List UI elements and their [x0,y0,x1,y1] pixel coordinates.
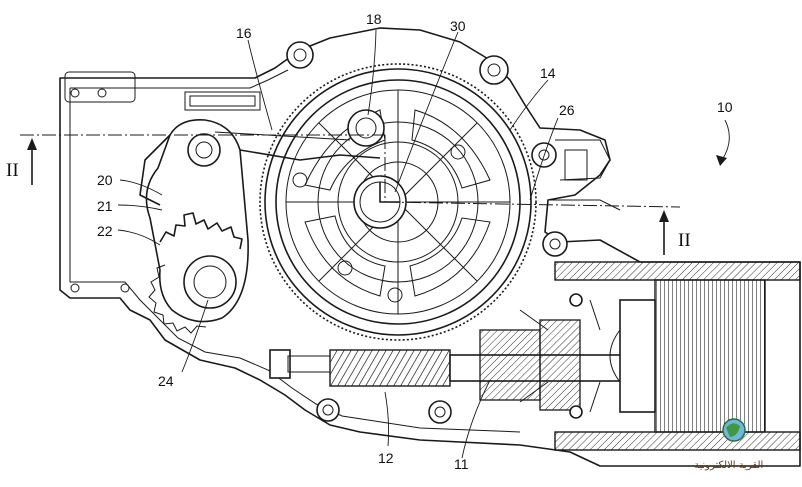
worm-wheel [259,63,537,341]
worm-shaft-motor [269,261,801,451]
pivot-lever [139,118,381,334]
label-16: 16 [236,25,252,41]
reference-labels: 16 18 30 14 26 10 20 21 22 24 12 11 II I… [6,11,733,472]
label-18: 18 [366,11,382,27]
assembly-leader [721,119,730,161]
label-30: 30 [450,18,466,34]
label-21: 21 [97,198,113,214]
section-mark-left: II [6,160,19,181]
label-20: 20 [97,172,113,188]
label-14: 14 [540,65,556,81]
label-11: 11 [454,456,469,472]
label-26: 26 [559,102,575,118]
watermark-text: القرية الالكترونية [694,460,763,471]
label-24: 24 [158,373,174,389]
section-mark-right: II [678,230,691,251]
gear-housing [59,27,801,467]
label-10: 10 [717,99,733,115]
label-12: 12 [378,450,394,466]
section-line [20,134,681,255]
watermark: القرية الالكترونية [694,418,763,471]
label-22: 22 [97,223,113,239]
leader-lines [117,29,559,459]
